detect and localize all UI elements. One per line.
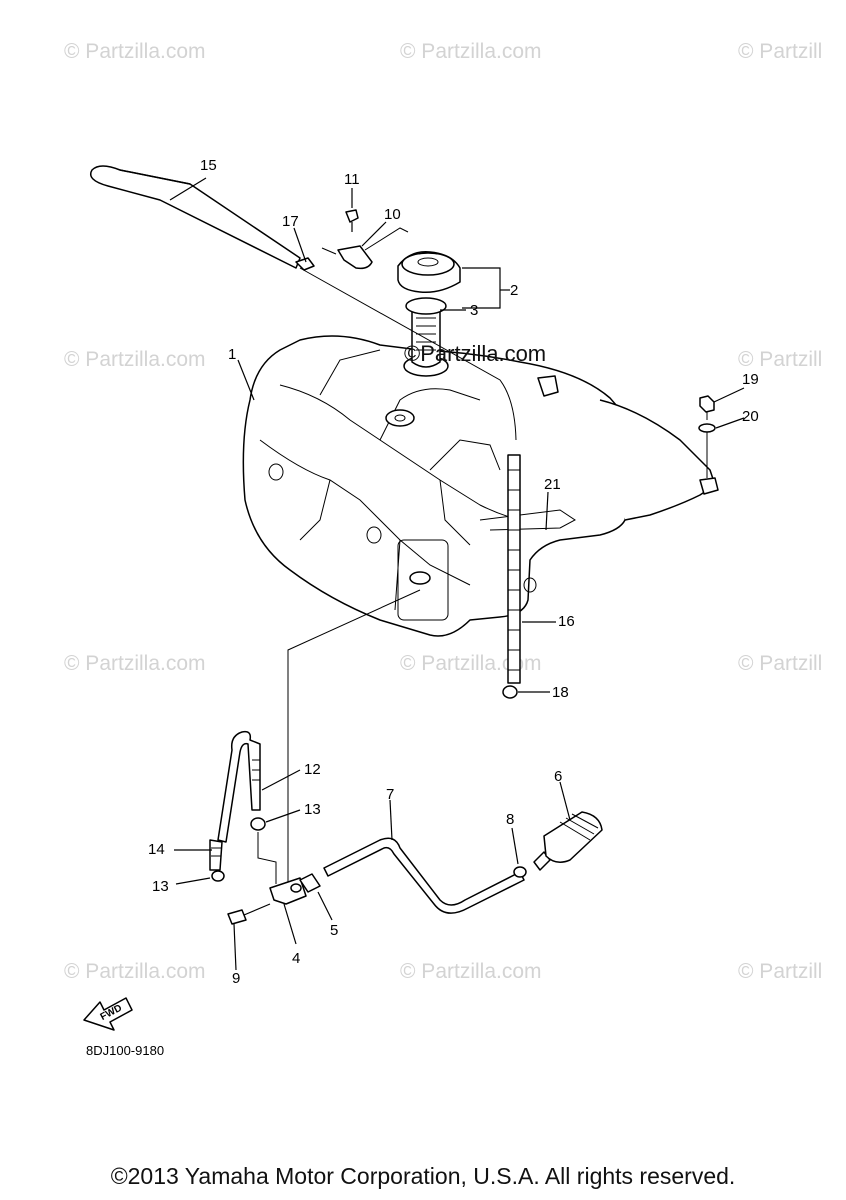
label-12: 12 <box>304 761 321 778</box>
label-11: 11 <box>344 171 360 188</box>
label-17: 17 <box>282 213 299 230</box>
copyright-notice: ©2013 Yamaha Motor Corporation, U.S.A. A… <box>110 1163 736 1189</box>
label-19: 19 <box>742 371 759 388</box>
label-18: 18 <box>552 684 569 701</box>
nut-washer <box>698 395 716 478</box>
watermark: © Partzilla.com <box>64 348 206 371</box>
label-7: 7 <box>386 786 394 803</box>
watermark: © Partzilla.com <box>64 960 206 983</box>
bracket-parts <box>321 209 409 270</box>
leader-lines <box>169 177 745 971</box>
watermark-clipped: © Partzill <box>738 40 822 63</box>
fuel-cap-assembly <box>397 251 461 377</box>
label-6: 6 <box>554 768 562 785</box>
label-9: 9 <box>232 970 240 987</box>
filter-line-assembly <box>323 811 603 914</box>
vent-tube <box>299 267 521 699</box>
watermark-clipped: © Partzill <box>738 652 822 675</box>
label-4: 4 <box>292 950 300 967</box>
label-13-upper: 13 <box>304 801 321 818</box>
label-14: 14 <box>148 841 165 858</box>
label-15: 15 <box>200 157 217 174</box>
watermark-clipped: © Partzill <box>738 960 822 983</box>
label-5: 5 <box>330 922 338 939</box>
label-13-lower: 13 <box>152 878 169 895</box>
label-10: 10 <box>384 206 401 223</box>
watermark-layer: © Partzilla.com © Partzilla.com © Partzi… <box>64 40 822 983</box>
diagram-code: 8DJ100-9180 <box>86 1043 164 1058</box>
label-8: 8 <box>506 811 514 828</box>
fuel-tank <box>242 335 719 637</box>
watermark: © Partzilla.com <box>64 40 206 63</box>
label-20: 20 <box>742 408 759 425</box>
label-3: 3 <box>470 302 478 319</box>
watermark: © Partzilla.com <box>64 652 206 675</box>
part-number-labels: 1 2 3 4 5 6 7 8 9 10 11 12 13 13 14 15 1… <box>148 157 759 987</box>
watermark: © Partzilla.com <box>400 652 542 675</box>
breather-hose <box>90 165 315 271</box>
watermark-clipped: © Partzill <box>738 348 822 371</box>
fuel-line-assembly <box>209 589 421 925</box>
label-21: 21 <box>544 476 561 493</box>
watermark: © Partzilla.com <box>400 960 542 983</box>
label-2: 2 <box>510 282 518 299</box>
label-16: 16 <box>558 613 575 630</box>
watermark: © Partzilla.com <box>400 40 542 63</box>
label-1: 1 <box>228 346 236 363</box>
watermark-center: ©Partzilla.com <box>404 341 546 366</box>
forward-arrow-icon: FWD <box>83 997 133 1031</box>
